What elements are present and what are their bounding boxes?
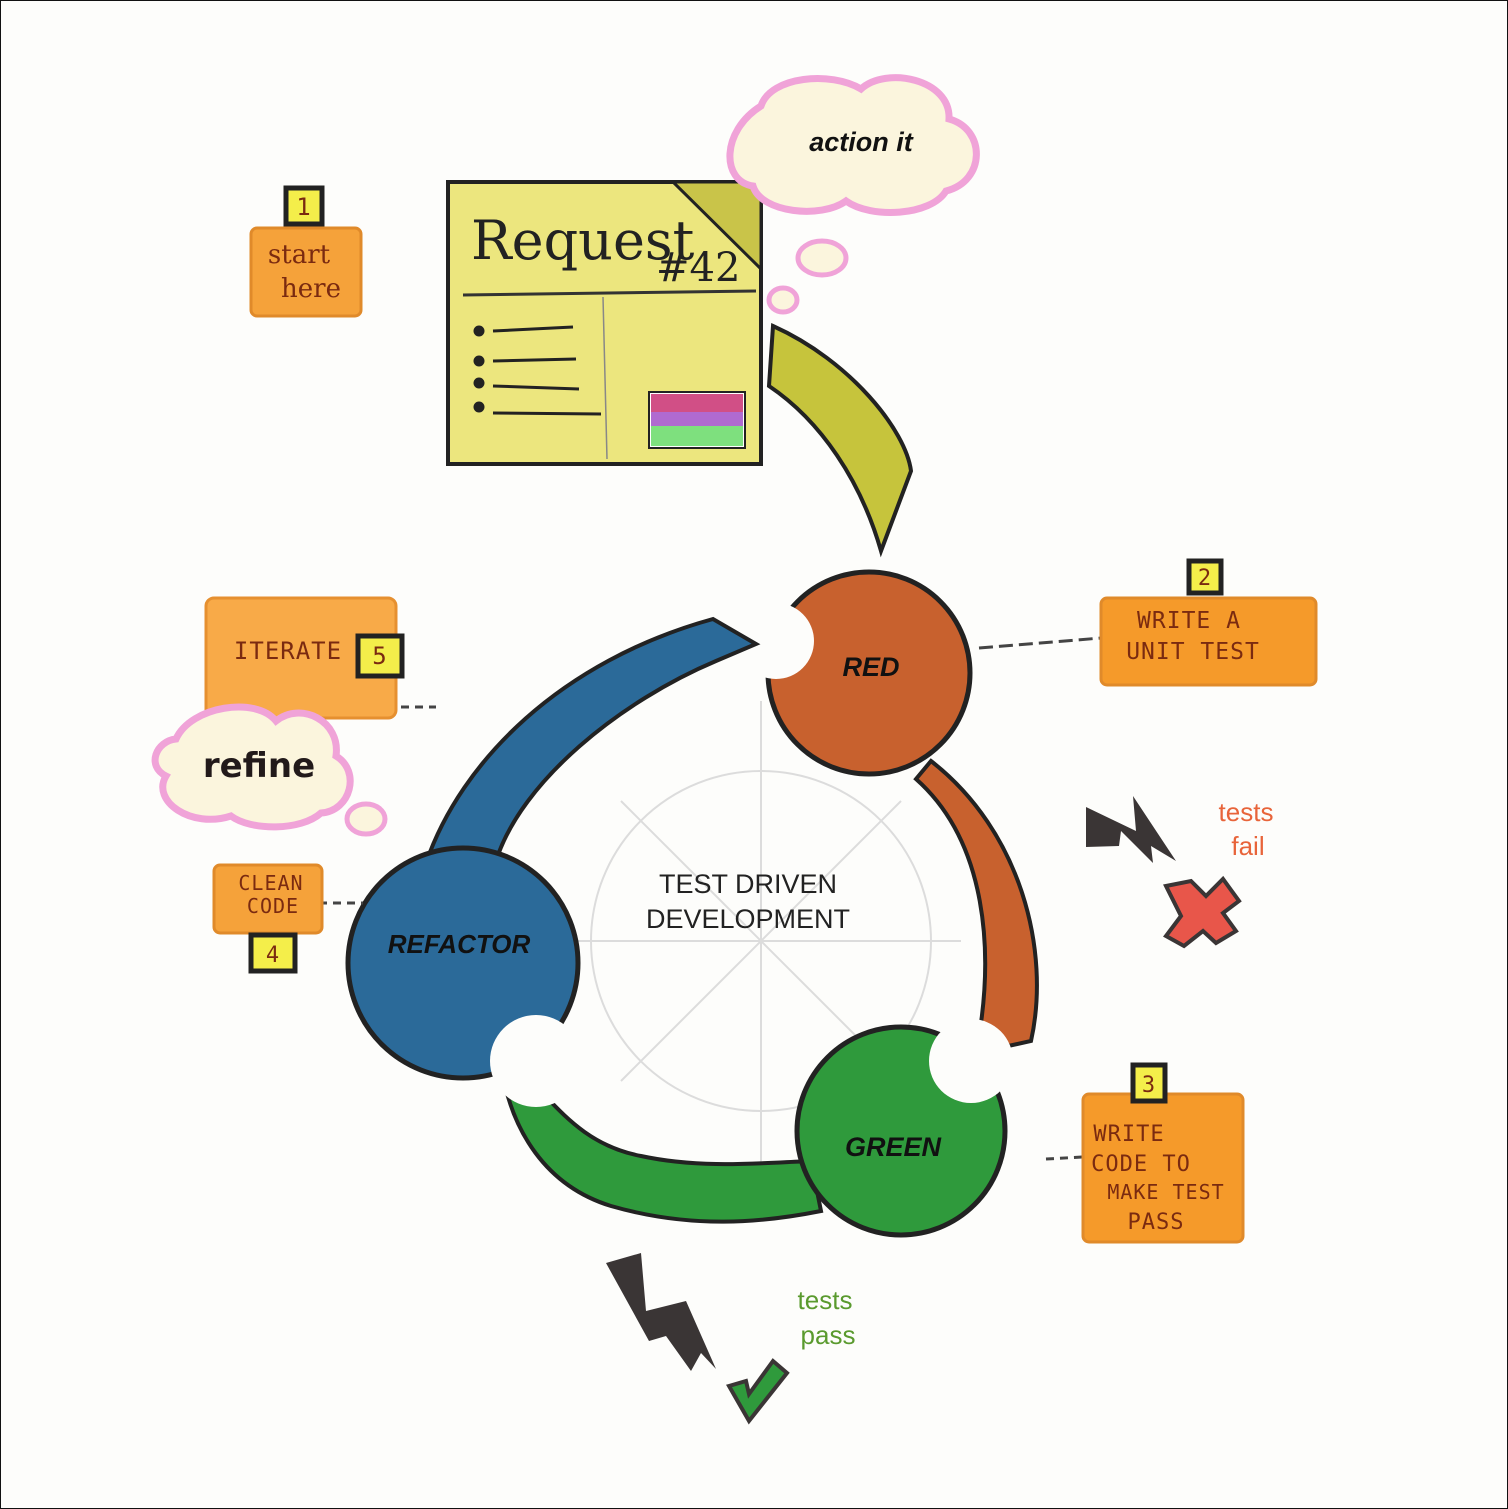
step-2-label-line2: UNIT TEST bbox=[1126, 639, 1260, 665]
tests-pass-indicator: tests pass bbox=[606, 1253, 855, 1421]
step-3-label-line1: WRITE bbox=[1093, 1122, 1164, 1147]
step-4-label-line1: CLEAN bbox=[238, 871, 303, 895]
center-title-line1: TEST DRIVEN bbox=[659, 869, 837, 899]
refactor-stage: REFACTOR bbox=[348, 619, 756, 1107]
ticket-mini-chart-icon bbox=[649, 392, 745, 448]
step-4-number: 4 bbox=[266, 943, 280, 968]
tests-fail-line2: fail bbox=[1231, 831, 1264, 861]
center-title-line2: DEVELOPMENT bbox=[646, 904, 850, 934]
refactor-stage-label: REFACTOR bbox=[388, 929, 531, 959]
step-2-label-line1: WRITE A bbox=[1137, 608, 1241, 634]
fail-cross-icon bbox=[1166, 879, 1239, 946]
tests-fail-indicator: tests fail bbox=[1086, 796, 1273, 946]
step-2-note: 2 WRITE A UNIT TEST bbox=[979, 561, 1316, 685]
step-5-label: ITERATE bbox=[234, 637, 342, 665]
step-1-number: 1 bbox=[296, 193, 311, 221]
action-cloud-label: action it bbox=[809, 127, 914, 157]
red-connector-arc bbox=[916, 761, 1037, 1053]
refine-cloud: refine bbox=[155, 707, 385, 834]
step-3-number: 3 bbox=[1142, 1073, 1156, 1098]
fail-lightning-icon bbox=[1086, 796, 1176, 863]
pass-lightning-icon bbox=[606, 1253, 716, 1371]
pass-checkmark-icon bbox=[729, 1361, 787, 1421]
step-1-note: 1 start here bbox=[251, 188, 361, 316]
step-5-number: 5 bbox=[372, 642, 387, 670]
step-2-number: 2 bbox=[1198, 566, 1212, 591]
step-3-label-line4: PASS bbox=[1128, 1210, 1185, 1235]
step-4-note: 4 CLEAN CODE bbox=[214, 865, 363, 971]
step-3-label-line3: MAKE TEST bbox=[1107, 1180, 1224, 1204]
request-ticket: Request #42 bbox=[448, 182, 761, 464]
step-4-label-line2: CODE bbox=[247, 894, 299, 918]
tests-pass-line2: pass bbox=[801, 1320, 856, 1350]
step-5-note: 5 ITERATE bbox=[206, 598, 436, 718]
step-1-label-line2: here bbox=[281, 274, 341, 304]
refactor-connector-arc bbox=[426, 619, 756, 863]
center-title: TEST DRIVEN DEVELOPMENT bbox=[646, 869, 850, 934]
ticket-number: #42 bbox=[656, 245, 740, 291]
step-1-label-line1: start bbox=[268, 240, 331, 270]
tests-pass-line1: tests bbox=[798, 1285, 853, 1315]
step-3-label-line2: CODE TO bbox=[1091, 1152, 1191, 1177]
red-stage-label: RED bbox=[842, 652, 899, 682]
action-cloud: action it bbox=[730, 78, 976, 312]
refine-cloud-label: refine bbox=[203, 746, 315, 786]
green-stage-label: GREEN bbox=[845, 1132, 942, 1162]
ticket-to-red-arrow bbox=[769, 326, 911, 551]
step-3-note: 3 WRITE CODE TO MAKE TEST PASS bbox=[1046, 1065, 1243, 1242]
red-stage: RED bbox=[738, 572, 1037, 1053]
tests-fail-line1: tests bbox=[1219, 797, 1274, 827]
